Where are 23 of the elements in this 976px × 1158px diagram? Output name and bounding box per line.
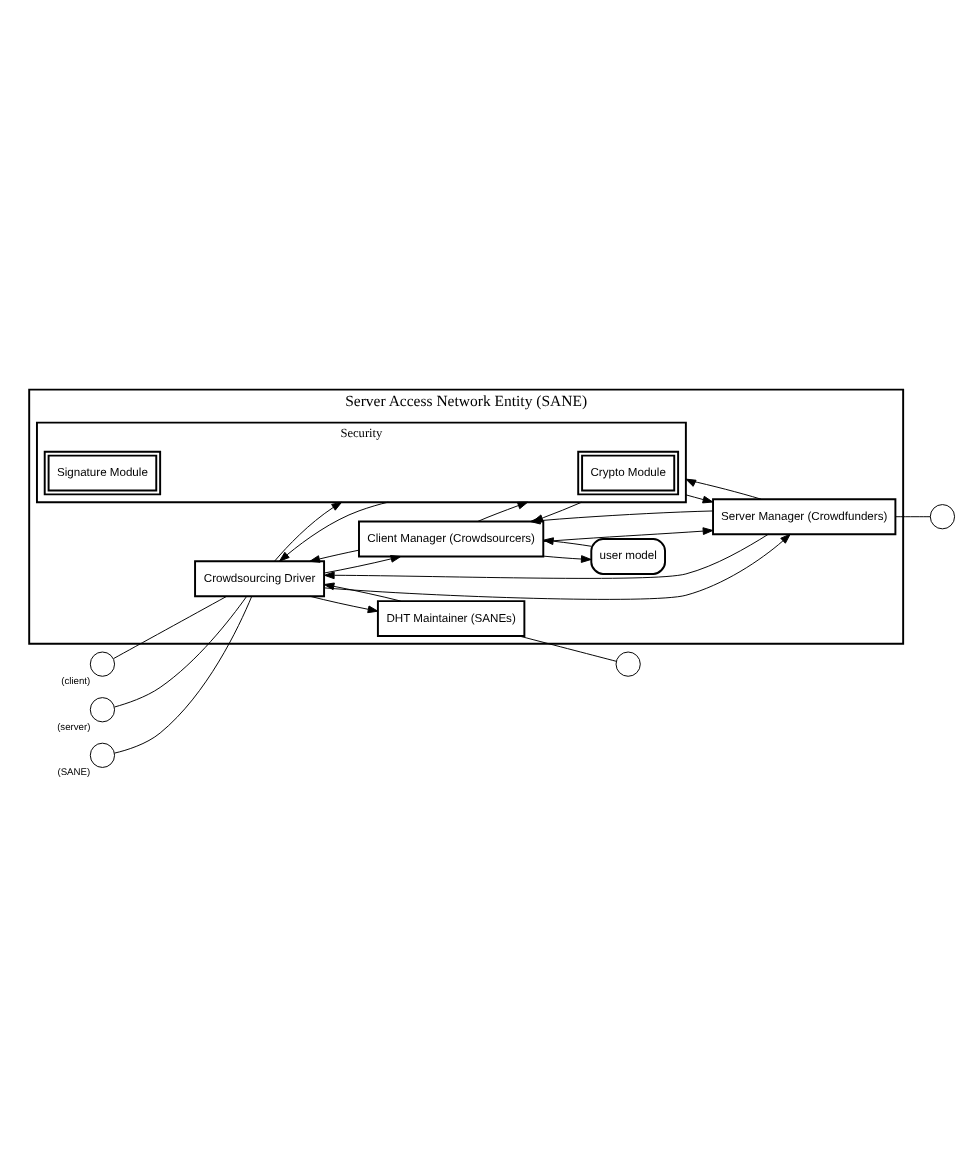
connector (114, 595, 248, 707)
connector (895, 515, 931, 517)
arrow (542, 526, 714, 541)
node-circle (89, 696, 116, 722)
arrow (477, 500, 529, 521)
connector (113, 594, 228, 659)
arrow (685, 477, 762, 499)
arrow (543, 536, 592, 546)
node-circle (929, 503, 956, 529)
arrow (323, 532, 769, 579)
arrow (543, 554, 592, 562)
arrow (309, 594, 379, 613)
arrow (274, 500, 343, 561)
node-circle (89, 741, 116, 767)
connector (114, 594, 253, 753)
arrow (309, 548, 360, 562)
connector (518, 634, 617, 661)
arrow (685, 493, 714, 503)
arrow (323, 554, 402, 573)
arrow (323, 581, 402, 601)
node-circle (89, 650, 116, 676)
node-circle (615, 650, 641, 676)
arrow (323, 532, 791, 599)
